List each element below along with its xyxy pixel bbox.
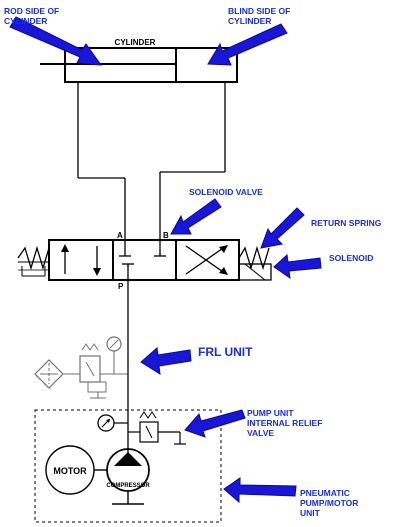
frl-unit-label: FRL UNIT: [198, 345, 253, 359]
pneumatic-unit-label: PNEUMATIC PUMP/MOTOR UNIT: [300, 488, 361, 518]
frl-unit: [34, 336, 128, 399]
compressor-label: COMPRESSOR: [106, 483, 150, 489]
cylinder-lines: [77, 82, 226, 240]
port-b-label: B: [163, 231, 169, 240]
right-spring: [238, 245, 270, 271]
solenoid-valve-label: SOLENOID VALVE: [189, 187, 263, 197]
arrow-pneumatic-unit: [223, 477, 297, 504]
solenoid-label: SOLENOID: [329, 253, 373, 263]
left-spring: [17, 245, 50, 271]
solenoid-actuator: [238, 263, 272, 281]
callout-labels: ROD SIDE OF CYLINDER BLIND SIDE OF CYLIN…: [4, 6, 382, 518]
arrow-solenoid: [273, 253, 322, 280]
motor-label: MOTOR: [53, 466, 87, 476]
pump-unit-label: PUMP UNIT INTERNAL RELIEF VALVE: [247, 408, 325, 438]
arrow-return-spring: [260, 207, 305, 249]
arrow-pump-unit: [184, 409, 246, 438]
port-p-label: P: [118, 282, 124, 291]
arrow-blind-side: [207, 23, 288, 66]
return-spring-label: RETURN SPRING: [311, 218, 382, 228]
cylinder: CYLINDER: [40, 38, 238, 83]
pump-motor-unit: COMPRESSOR MOTOR: [34, 409, 222, 523]
blind-side-label: BLIND SIDE OF CYLINDER: [228, 6, 293, 26]
arrow-rod-side: [9, 16, 103, 66]
arrow-solenoid-valve: [170, 198, 222, 235]
solenoid-valve: A B P: [17, 231, 272, 291]
pointer-arrows: [9, 16, 322, 504]
cylinder-label: CYLINDER: [115, 38, 156, 47]
rod-side-label: ROD SIDE OF CYLINDER: [4, 6, 62, 26]
port-a-label: A: [117, 231, 123, 240]
arrow-frl-unit: [140, 347, 192, 375]
